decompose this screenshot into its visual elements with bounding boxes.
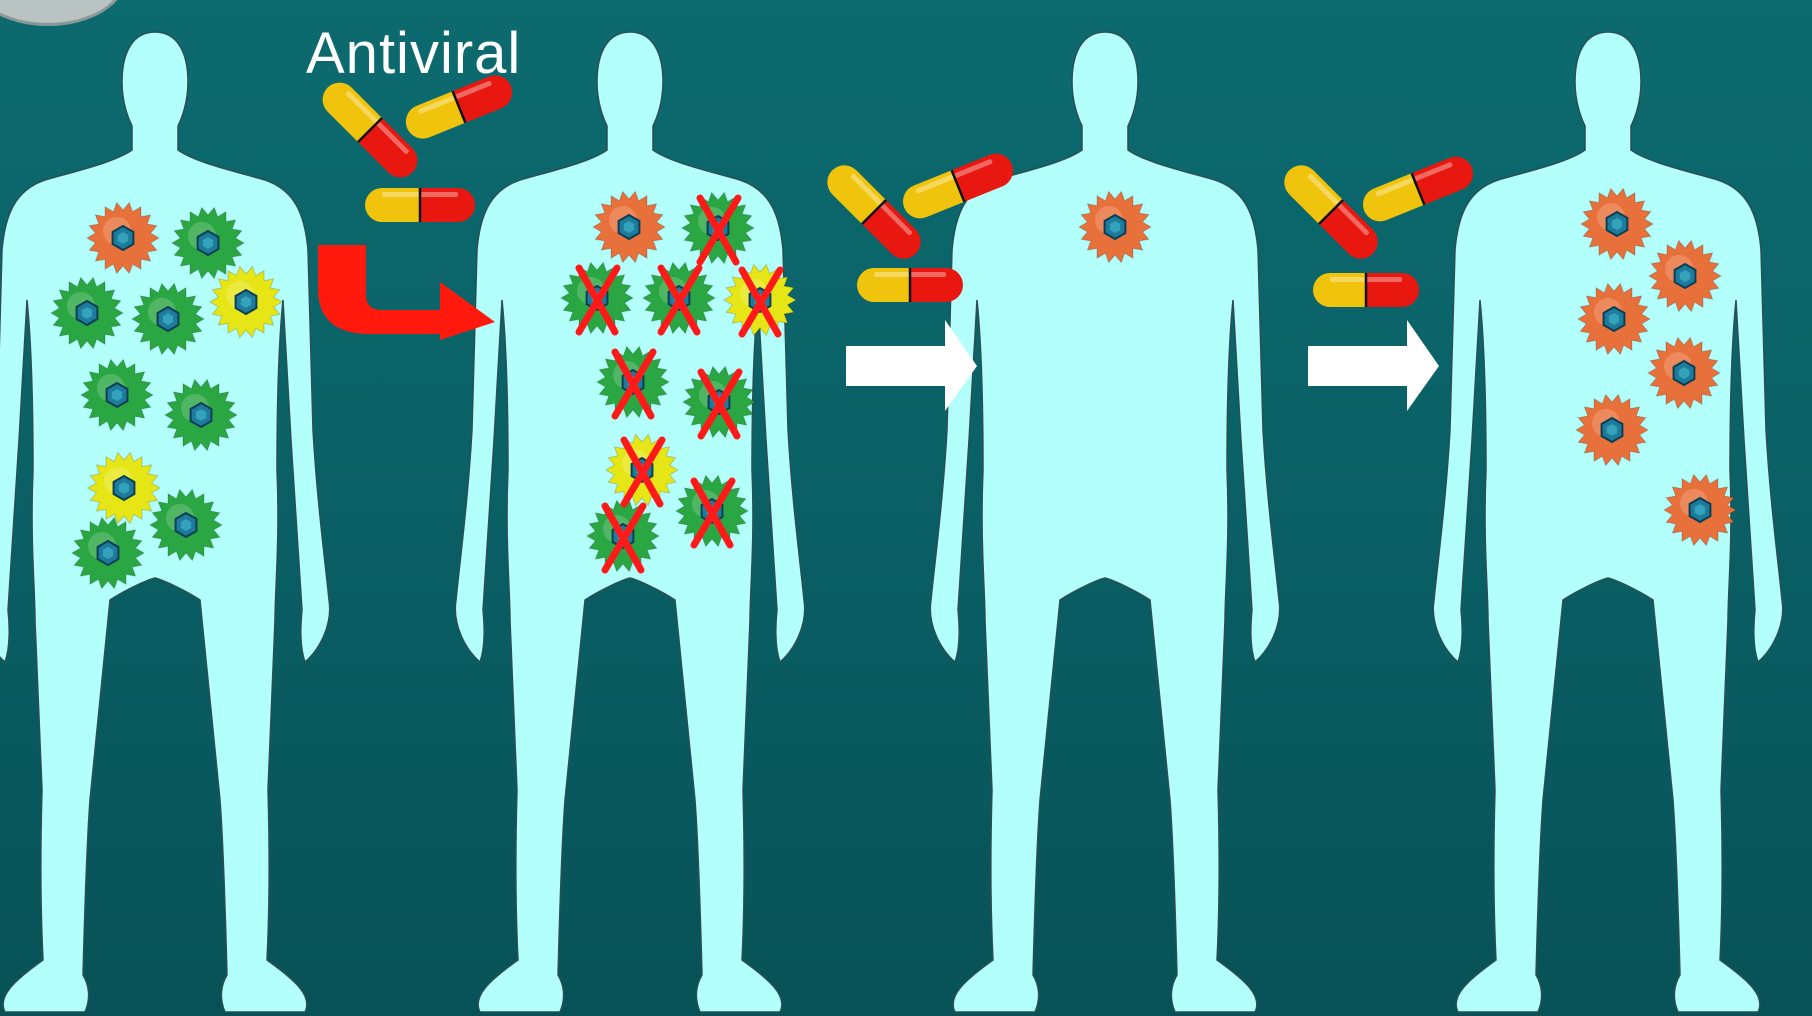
bodies-layer [0,32,1783,1012]
capsule-pill-icon [1358,152,1478,227]
curved-arrow-icon [318,245,495,340]
capsule-pill-icon [857,268,963,302]
capsule-pill-icon [365,188,475,222]
right-arrow-icon [1308,320,1439,411]
antiviral-label: Antiviral [306,20,521,87]
capsule-pill-icon [1313,273,1419,307]
